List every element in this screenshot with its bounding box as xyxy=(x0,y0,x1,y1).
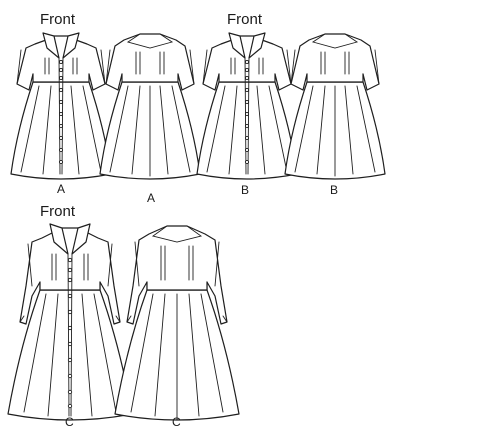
dress-b-back-illustration xyxy=(284,33,386,180)
front-heading-c: Front xyxy=(40,203,76,220)
front-heading-b: Front xyxy=(227,11,263,28)
dress-a-back-illustration xyxy=(99,33,201,180)
view-label-c-back: C xyxy=(172,415,181,429)
view-label-a-back: A xyxy=(147,191,155,205)
view-label-b-back: B xyxy=(330,183,338,197)
view-label-c-front: C xyxy=(65,415,74,429)
dress-c-back-illustration xyxy=(114,225,240,421)
dress-c-front-illustration xyxy=(7,223,133,421)
dress-a-front-illustration xyxy=(10,32,112,180)
view-label-a-front: A xyxy=(57,182,65,196)
view-label-b-front: B xyxy=(241,183,249,197)
front-heading-a: Front xyxy=(40,11,76,28)
dress-b-front-illustration xyxy=(196,32,298,180)
